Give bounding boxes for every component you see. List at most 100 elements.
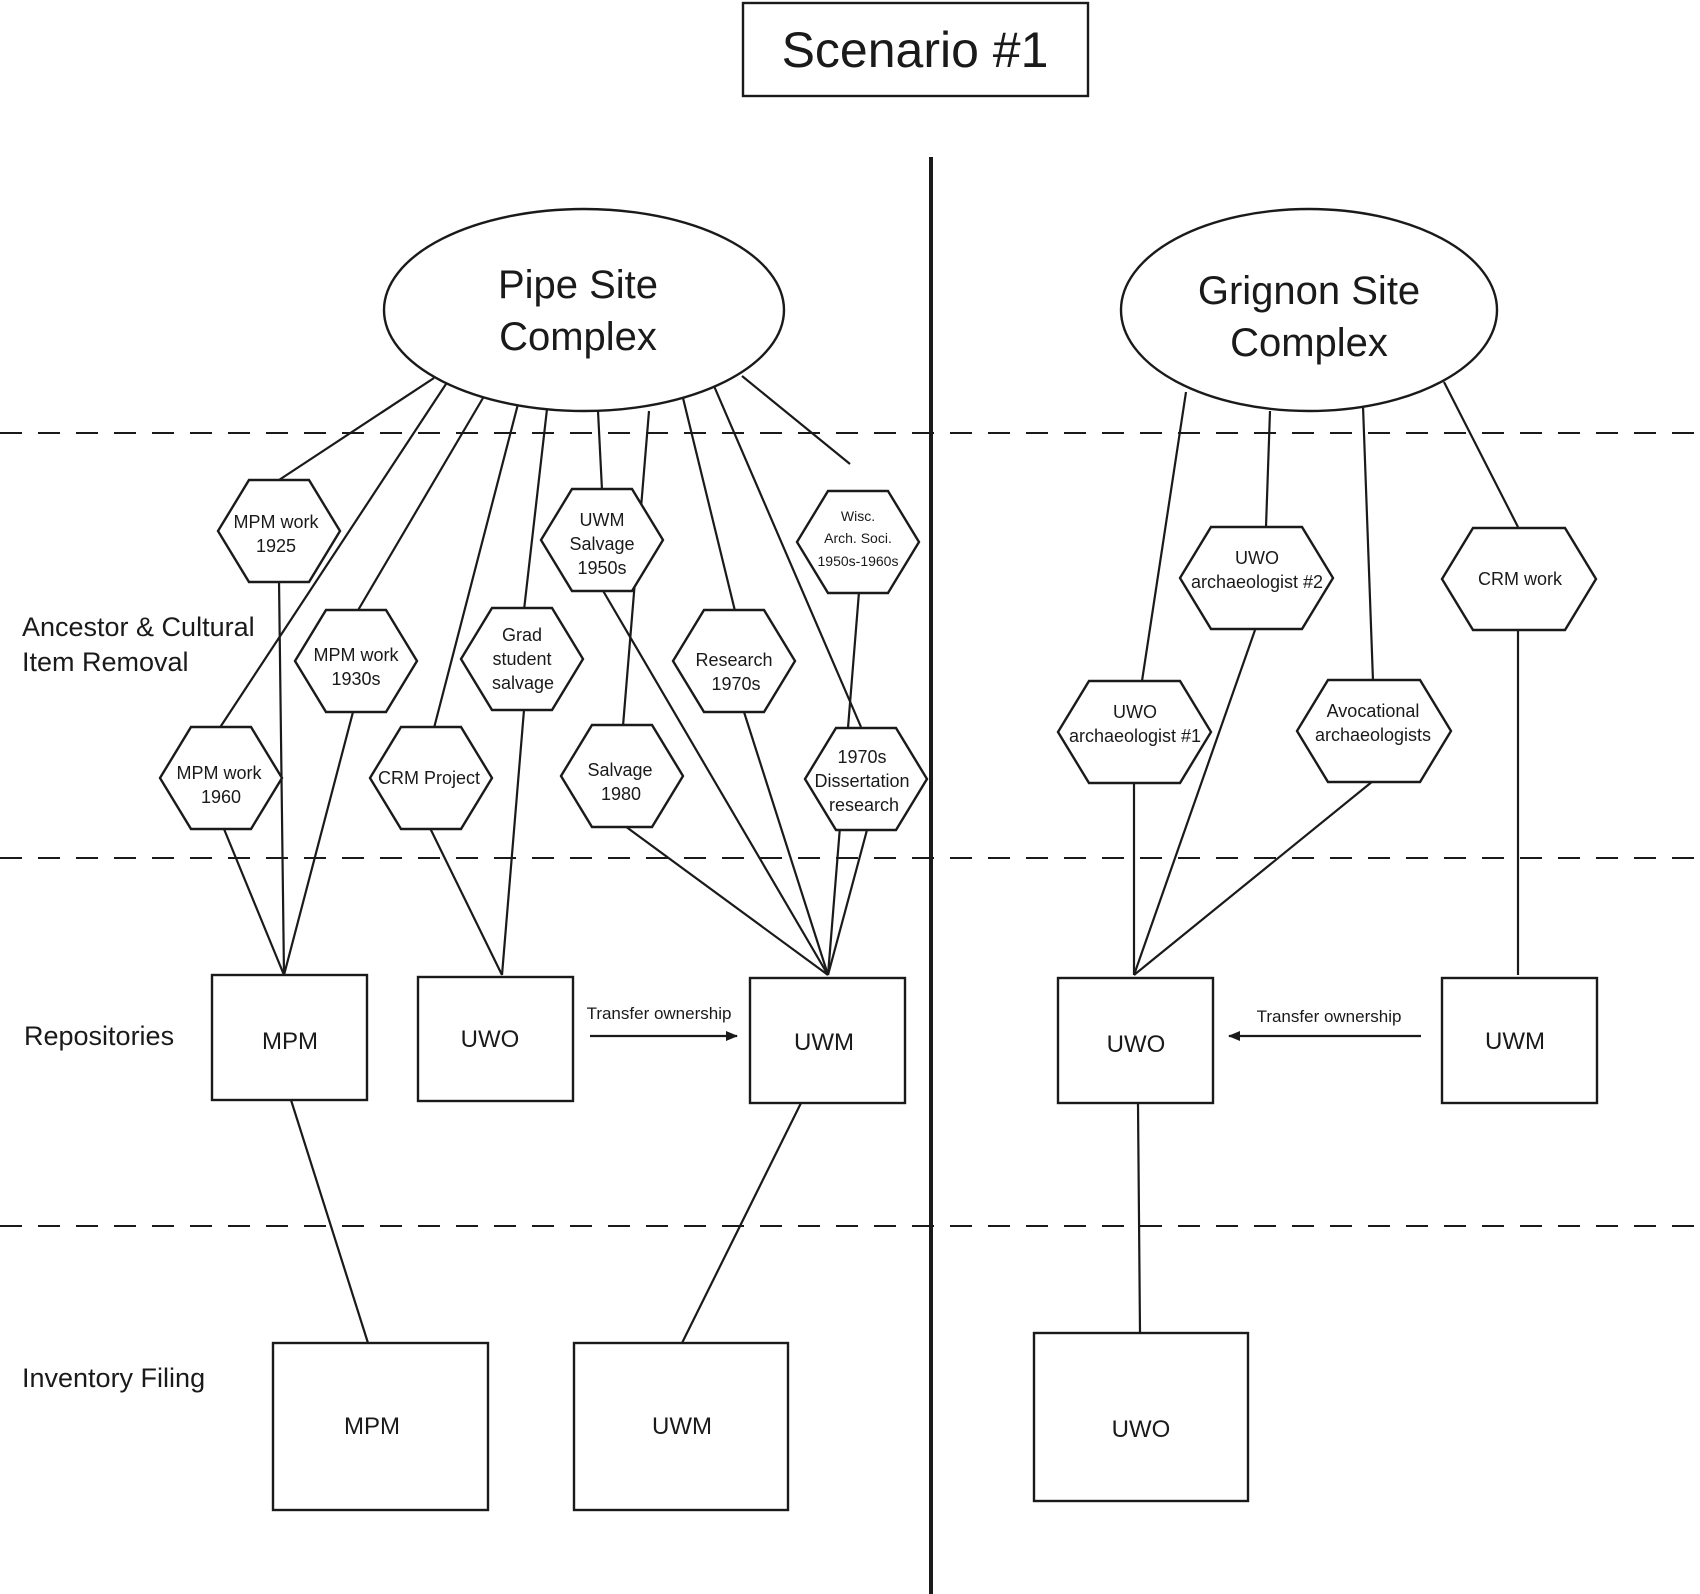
hex-uwm1950-line2: Salvage [569,534,634,554]
edge-pipe-mpm1930 [356,397,484,613]
edge-mpm1930-repo-mpm [282,711,355,976]
hex-mpm-work-1930s: MPM work 1930s [293,608,419,714]
inventory-box-uwm: UWM [572,1341,790,1512]
inventory-box-mpm: MPM [271,1341,490,1512]
hex-uwm-salvage-1950s: UWM Salvage 1950s [539,487,665,593]
hex-crm-work: CRM work [1440,526,1598,632]
repo-box-uwo-grignon: UWO [1056,976,1215,1105]
hex-uwo1-line1: UWO [1113,702,1157,722]
hex-mpm1930-line2: 1930s [331,669,380,689]
hex-avoc-line2: archaeologists [1315,725,1431,745]
pipe-transfer-arrow: Transfer ownership [587,1004,738,1041]
hex-salv1980-line2: 1980 [601,784,641,804]
grignon-site-complex: Grignon Site Complex [1119,207,1499,413]
hex-grad-line1: Grad [502,625,542,645]
edge-pipe-grad [522,408,549,611]
hex-grad-student-salvage: Grad student salvage [459,606,585,712]
hex-mpm1960-line2: 1960 [201,787,241,807]
hex-salvage-1980: Salvage 1980 [559,723,685,829]
pipe-edges [218,375,869,1344]
edge-pipe-mpm1925 [278,377,435,481]
hex-uwm1950-line3: 1950s [577,558,626,578]
edge-repo-uwo-inventory-uwo [1136,1103,1142,1334]
hex-diss-line2: Dissertation [814,771,909,791]
hex-1970s-dissertation-research: 1970s Dissertation research [803,726,929,832]
edge-pipe-crm [432,403,520,729]
hex-uwo-archaeologist-2: UWO archaeologist #2 [1178,525,1335,631]
hex-wisc-line3: 1950s-1960s [818,553,899,569]
hex-research-line1: Research [695,650,772,670]
hex-grad-line2: student [492,649,551,669]
repo-uwo-grignon-label: UWO [1107,1031,1166,1058]
hex-mpm1925-line2: 1925 [256,536,296,556]
grignon-transfer-arrow: Transfer ownership [1228,1007,1421,1041]
edge-repo-uwm-inventory-uwm [681,1102,802,1344]
hex-mpm1930-line1: MPM work [314,645,400,665]
edge-pipe-research [681,397,737,612]
edge-pipe-mpm1960 [218,383,447,730]
hex-diss-line3: research [829,795,899,815]
pipe-site-label-line2: Complex [499,315,657,359]
edge-uwm1950-repo-uwm [601,588,829,976]
hex-grad-line3: salvage [492,673,554,693]
diagram-title: Scenario #1 [782,22,1049,78]
row-label-repositories: Repositories [24,1021,174,1051]
edge-research-repo-uwm [742,711,830,976]
hex-mpm-work-1925: MPM work 1925 [216,478,342,584]
edge-avoc-repo-uwo [1133,780,1374,976]
repo-uwo-pipe-label: UWO [461,1026,520,1053]
hex-mpm-work-1960: MPM work 1960 [158,725,284,831]
grignon-transfer-label: Transfer ownership [1257,1007,1402,1026]
edge-repo-mpm-inventory-mpm [289,1099,370,1344]
edge-grignon-crm [1443,381,1519,528]
grignon-site-label-line1: Grignon Site [1198,269,1420,313]
hex-mpm1925-line1: MPM work [234,512,320,532]
edge-grad-repo-uwo [500,709,526,976]
pipe-transfer-label: Transfer ownership [587,1004,732,1023]
hex-research-1970s: Research 1970s [671,608,797,714]
inventory-uwo-label: UWO [1112,1416,1171,1443]
repo-box-uwm-pipe: UWM [748,976,907,1105]
hex-uwm1950-line1: UWM [580,510,625,530]
hex-uwo1-line2: archaeologist #1 [1069,726,1201,746]
hex-crmwork-line1: CRM work [1478,569,1563,589]
edge-grignon-uwo2 [1264,410,1272,528]
hex-crm-line1: CRM Project [378,768,480,788]
row-label-removal-line2: Item Removal [22,647,189,677]
hex-avoc-line1: Avocational [1327,701,1420,721]
repo-box-uwo-pipe: UWO [416,975,575,1103]
row-label-inventory: Inventory Filing [22,1363,205,1393]
edge-pipe-wisc [741,375,851,465]
hex-uwo2-line1: UWO [1235,548,1279,568]
pipe-site-label-line1: Pipe Site [498,263,658,307]
edge-salv1980-repo-uwm [624,825,829,976]
hex-uwo2-line2: archaeologist #2 [1191,572,1323,592]
hex-salv1980-line1: Salvage [587,760,652,780]
repo-uwm-grignon-label: UWM [1485,1028,1545,1055]
edge-grignon-uwo1 [1140,391,1188,682]
inventory-box-uwo: UWO [1032,1331,1250,1503]
repo-mpm-label: MPM [262,1028,318,1055]
hex-crm-project: CRM Project [368,725,494,831]
edge-pipe-diss [712,385,863,728]
edge-mpm1960-repo-mpm [222,828,286,976]
hex-wisc-line2: Arch. Soci. [824,530,892,546]
repo-box-uwm-grignon: UWM [1440,976,1599,1105]
hex-wisc-line1: Wisc. [841,508,875,524]
grignon-edges [1132,381,1520,1334]
inventory-uwm-label: UWM [652,1413,712,1440]
title-box: Scenario #1 [741,1,1090,98]
hex-avocational-archaeologists: Avocational archaeologists [1295,678,1453,784]
edge-diss-repo-uwm [826,829,869,976]
grignon-site-label-line2: Complex [1230,321,1388,365]
edge-uwo2-repo-uwo [1132,629,1257,976]
edge-grignon-avoc [1361,405,1375,682]
repo-box-mpm: MPM [210,973,369,1102]
repo-uwm-pipe-label: UWM [794,1029,854,1056]
inventory-mpm-label: MPM [344,1413,400,1440]
hex-diss-line1: 1970s [837,747,886,767]
row-label-removal-line1: Ancestor & Cultural [22,612,255,642]
edge-crm-repo-uwo [429,827,503,976]
hex-research-line2: 1970s [711,674,760,694]
